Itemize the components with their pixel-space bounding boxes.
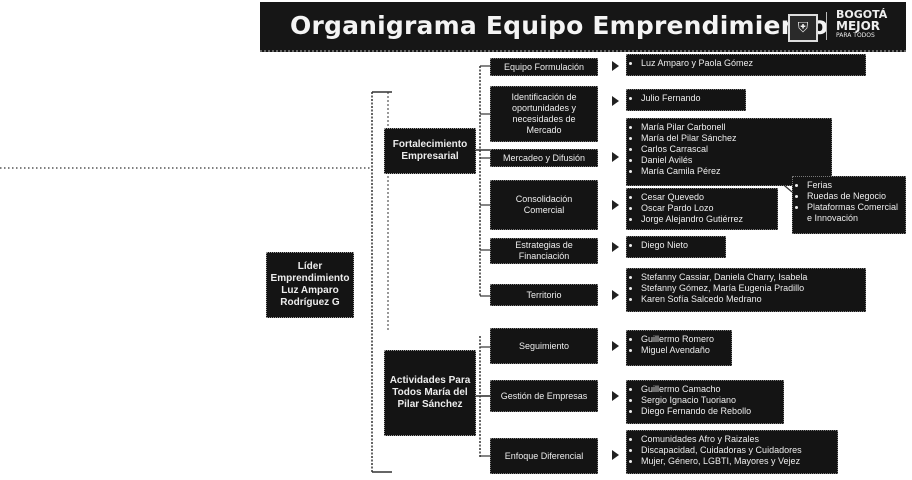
names-box: Julio Fernando	[626, 89, 746, 111]
arrow-icon	[612, 341, 619, 351]
arrow-icon	[612, 152, 619, 162]
list-item: Cesar Quevedo	[641, 192, 773, 203]
list-item: Oscar Pardo Lozo	[641, 203, 773, 214]
list-item: Ferias	[807, 180, 901, 191]
dept-label: Enfoque Diferencial	[504, 450, 584, 461]
list-item: Carlos Carrascal	[641, 144, 827, 155]
dept-label: Consolidación Comercial	[515, 194, 573, 215]
list-item: Miguel Avendaño	[641, 345, 727, 356]
logo-divider	[826, 12, 827, 40]
names-box: Stefanny Cassiar, Daniela Charry, Isabel…	[626, 268, 866, 312]
group-fortalecimiento: Fortalecimiento Empresarial	[384, 128, 476, 174]
dept-box: Seguimiento	[490, 328, 598, 364]
names-box: Cesar Quevedo Oscar Pardo Lozo Jorge Ale…	[626, 188, 778, 230]
bogota-logo: BOGOTÁ MEJOR PARA TODOS	[836, 8, 892, 44]
arrow-icon	[612, 450, 619, 460]
dept-box: Mercadeo y Difusión	[490, 149, 598, 167]
list-item: Guillermo Camacho	[641, 384, 779, 395]
list-item: Guillermo Romero	[641, 334, 727, 345]
dept-box: Identificación de oportunidades y necesi…	[490, 86, 598, 142]
names-box: Comunidades Afro y Raizales Discapacidad…	[626, 430, 838, 474]
logo-line-2: MEJOR	[836, 19, 881, 33]
dept-label: Estrategias de Financiación	[515, 240, 573, 261]
list-item: Stefanny Gómez, María Eugenia Pradillo	[641, 283, 861, 294]
list-item: Julio Fernando	[641, 93, 741, 104]
dept-box: Enfoque Diferencial	[490, 438, 598, 474]
list-item: Ruedas de Negocio	[807, 191, 901, 202]
dept-box: Gestión de Empresas	[490, 380, 598, 412]
arrow-icon	[612, 290, 619, 300]
group-actividades: Actividades Para Todos María del Pilar S…	[384, 350, 476, 436]
group-label: Fortalecimiento Empresarial	[392, 139, 468, 162]
list-item: Mujer, Género, LGBTI, Mayores y Vejez	[641, 456, 833, 467]
list-item: María del Pilar Sánchez	[641, 133, 827, 144]
list-item: Jorge Alejandro Gutiérrez	[641, 214, 773, 225]
dept-box: Estrategias de Financiación	[490, 238, 598, 264]
names-box: Diego Nieto	[626, 236, 726, 258]
arrow-icon	[612, 61, 619, 71]
list-item: Karen Sofía Salcedo Medrano	[641, 294, 861, 305]
names-box: Guillermo Camacho Sergio Ignacio Tuorian…	[626, 380, 784, 424]
group-label: Actividades Para Todos María del Pilar S…	[389, 375, 471, 410]
names-box: Guillermo Romero Miguel Avendaño	[626, 330, 732, 366]
title-bar: Organigrama Equipo Emprendimiento ⛨ BOGO…	[260, 2, 906, 52]
leader-box: Líder Emprendimiento Luz Amparo Rodrígue…	[266, 252, 354, 318]
list-item: María Camila Pérez	[641, 166, 827, 177]
names-box: Luz Amparo y Paola Gómez	[626, 54, 866, 76]
arrow-icon	[612, 96, 619, 106]
dept-label: Seguimiento	[518, 340, 570, 351]
names-box-side: Ferias Ruedas de Negocio Plataformas Com…	[792, 176, 906, 234]
coat-of-arms-icon: ⛨	[788, 14, 818, 42]
arrow-icon	[612, 391, 619, 401]
list-item: Discapacidad, Cuidadoras y Cuidadores	[641, 445, 833, 456]
dept-label: Territorio	[526, 289, 562, 300]
leader-label: Líder Emprendimiento Luz Amparo Rodrígue…	[270, 261, 350, 308]
list-item: Luz Amparo y Paola Gómez	[641, 58, 861, 69]
dept-label: Mercadeo y Difusión	[502, 152, 586, 163]
list-item: Stefanny Cassiar, Daniela Charry, Isabel…	[641, 272, 861, 283]
dept-box: Territorio	[490, 284, 598, 306]
list-item: Diego Fernando de Rebollo	[641, 406, 779, 417]
dept-box: Equipo Formulación	[490, 58, 598, 76]
list-item: Daniel Avilés	[641, 155, 827, 166]
names-box: María Pilar Carbonell María del Pilar Sá…	[626, 118, 832, 186]
list-item: María Pilar Carbonell	[641, 122, 827, 133]
list-item: Comunidades Afro y Raizales	[641, 434, 833, 445]
dept-label: Equipo Formulación	[503, 61, 585, 72]
arrow-icon	[612, 242, 619, 252]
list-item: Plataformas Comercial e Innovación	[807, 202, 901, 224]
logo-line-1: BOGOTÁ	[836, 8, 888, 21]
arrow-icon	[612, 200, 619, 210]
list-item: Sergio Ignacio Tuoriano	[641, 395, 779, 406]
dept-label: Identificación de oportunidades y necesi…	[511, 92, 577, 135]
list-item: Diego Nieto	[641, 240, 721, 251]
dept-label: Gestión de Empresas	[500, 390, 588, 401]
dept-box: Consolidación Comercial	[490, 180, 598, 230]
page-title: Organigrama Equipo Emprendimiento	[290, 11, 829, 40]
logo-line-3: PARA TODOS	[836, 32, 875, 39]
